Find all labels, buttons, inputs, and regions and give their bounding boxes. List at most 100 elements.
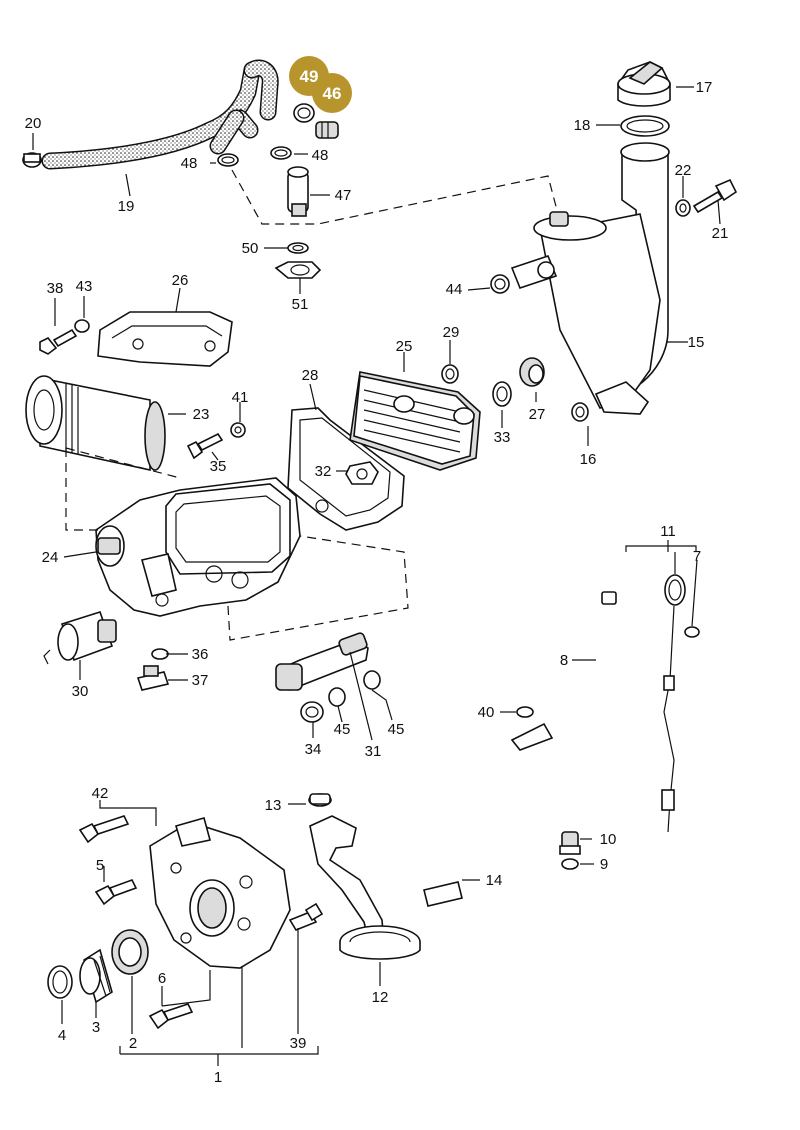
callout-48-left[interactable]: 48 — [181, 155, 198, 172]
callout-17[interactable]: 17 — [696, 79, 713, 96]
callout-27[interactable]: 27 — [529, 406, 546, 423]
seal-44 — [490, 274, 510, 294]
callout-14[interactable]: 14 — [486, 872, 503, 889]
callout-3[interactable]: 3 — [92, 1019, 100, 1036]
callout-16[interactable]: 16 — [580, 451, 597, 468]
clamp-48-left — [217, 153, 239, 167]
bolt-21 — [692, 178, 738, 214]
callout-1[interactable]: 1 — [214, 1069, 222, 1086]
callout-34[interactable]: 34 — [305, 741, 322, 758]
callout-50[interactable]: 50 — [242, 240, 259, 257]
callout-33[interactable]: 33 — [494, 429, 511, 446]
hose-clamp-20 — [22, 152, 42, 168]
callout-10[interactable]: 10 — [600, 831, 617, 848]
bolt-6 — [148, 1003, 194, 1030]
callout-26[interactable]: 26 — [172, 272, 189, 289]
callout-51[interactable]: 51 — [292, 296, 309, 313]
oil-filter-23 — [25, 375, 166, 471]
o-ring-7 — [684, 626, 700, 638]
suction-strainer-12 — [309, 815, 421, 960]
bolt-39 — [288, 902, 324, 931]
plug-10 — [559, 831, 581, 855]
callout-45-right[interactable]: 45 — [388, 721, 405, 738]
callout-21[interactable]: 21 — [712, 225, 729, 242]
callout-40[interactable]: 40 — [478, 704, 495, 721]
callout-12[interactable]: 12 — [372, 989, 389, 1006]
callout-11[interactable]: 11 — [660, 523, 676, 540]
seal-45-left — [328, 687, 346, 707]
callout-31[interactable]: 31 — [365, 743, 382, 760]
callout-4[interactable]: 4 — [58, 1027, 66, 1044]
dipstick-tube-8 — [572, 591, 617, 791]
callout-24[interactable]: 24 — [42, 549, 59, 566]
callout-9[interactable]: 9 — [600, 856, 608, 873]
heat-shield-26 — [97, 311, 233, 367]
valve-31 — [275, 632, 369, 692]
callout-49-label: 49 — [300, 67, 319, 86]
sender-30 — [43, 611, 117, 665]
callout-2[interactable]: 2 — [129, 1035, 137, 1052]
seal-45-right — [363, 670, 381, 690]
callout-25[interactable]: 25 — [396, 338, 413, 355]
clamp-51 — [274, 261, 322, 279]
callout-7[interactable]: 7 — [693, 548, 701, 565]
leader-lines — [32, 86, 721, 1066]
breather-hose — [41, 59, 279, 170]
callout-29[interactable]: 29 — [443, 324, 460, 341]
callout-46-label: 46 — [323, 84, 342, 103]
highlight-callout-46[interactable]: 46 — [312, 73, 352, 113]
seal-27 — [519, 357, 545, 387]
bolt-42 — [78, 815, 130, 844]
callout-28[interactable]: 28 — [302, 367, 319, 384]
callout-23[interactable]: 23 — [193, 406, 210, 423]
cooler-gasket-28 — [287, 407, 405, 531]
callout-45-left[interactable]: 45 — [334, 721, 351, 738]
filler-cap-17 — [617, 61, 671, 107]
cap-13 — [308, 793, 332, 807]
filler-neck-15 — [510, 142, 670, 415]
bolt-5 — [94, 879, 138, 906]
oil-pipe-14 — [423, 722, 554, 907]
washer-41 — [230, 422, 246, 438]
callout-20[interactable]: 20 — [25, 115, 42, 132]
clamp-48-right — [270, 146, 292, 160]
bearing-3 — [79, 948, 113, 1004]
callout-35[interactable]: 35 — [210, 458, 227, 475]
callout-13[interactable]: 13 — [265, 797, 282, 814]
callout-38[interactable]: 38 — [47, 280, 64, 297]
callout-42[interactable]: 42 — [92, 785, 109, 802]
callout-37[interactable]: 37 — [192, 672, 209, 689]
callout-15[interactable]: 15 — [688, 334, 705, 351]
callout-19[interactable]: 19 — [118, 198, 135, 215]
oil-pump-assembly — [149, 817, 291, 969]
callout-44[interactable]: 44 — [446, 281, 463, 298]
callout-30[interactable]: 30 — [72, 683, 89, 700]
washer-22 — [675, 199, 691, 217]
seal-40 — [516, 706, 534, 718]
callout-43[interactable]: 43 — [76, 278, 93, 295]
callout-6[interactable]: 6 — [158, 970, 166, 987]
dipstick-11 — [661, 574, 686, 833]
valve-47 — [287, 166, 309, 217]
washer-43 — [74, 319, 90, 333]
callout-47[interactable]: 47 — [335, 187, 352, 204]
callout-41[interactable]: 41 — [232, 389, 249, 406]
callout-36[interactable]: 36 — [192, 646, 209, 663]
seal-ring-4 — [47, 965, 73, 999]
callout-5[interactable]: 5 — [96, 857, 104, 874]
seal-9 — [561, 858, 579, 870]
seal-ring-18 — [620, 115, 670, 137]
callout-labels: 17 18 20 48 48 19 47 50 51 22 21 44 15 3… — [25, 79, 729, 1086]
hose-nipple-46 — [315, 121, 339, 139]
clamp-49 — [293, 103, 315, 123]
fitting-32 — [345, 461, 379, 485]
callout-32[interactable]: 32 — [315, 463, 332, 480]
callout-48-right[interactable]: 48 — [312, 147, 329, 164]
callout-22[interactable]: 22 — [675, 162, 692, 179]
callout-18[interactable]: 18 — [574, 117, 591, 134]
callout-39[interactable]: 39 — [290, 1035, 307, 1052]
bolt-35 — [186, 432, 224, 460]
callout-8[interactable]: 8 — [560, 652, 568, 669]
callout-46-badge — [312, 73, 352, 113]
